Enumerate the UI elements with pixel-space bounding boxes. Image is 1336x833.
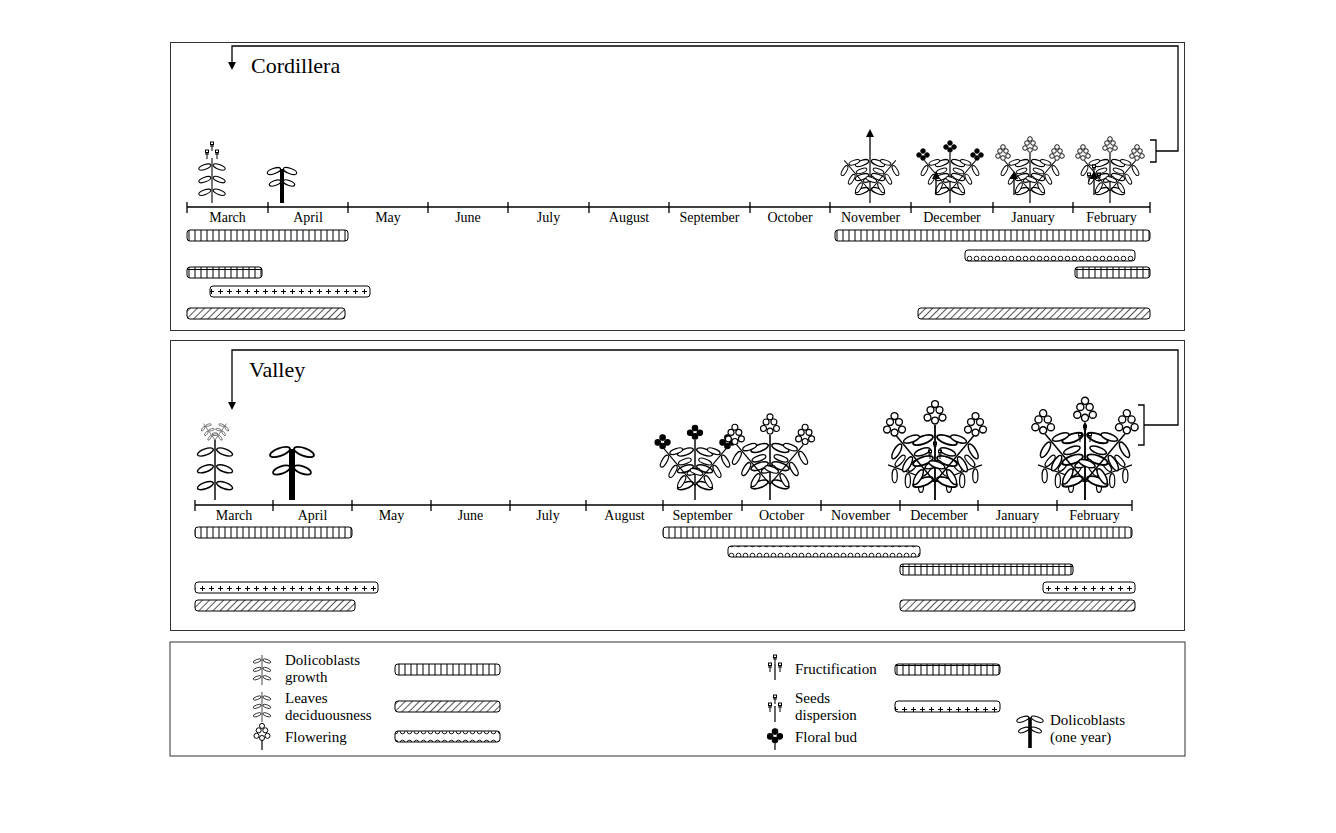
cordillera-timeline: [187, 202, 1150, 213]
month-label: March: [209, 210, 246, 226]
month-label: November: [831, 508, 890, 524]
month-label: November: [841, 210, 900, 226]
cordillera-phase-bars: [187, 230, 1150, 319]
legend-label: Seeds dispersion: [795, 690, 891, 723]
month-label: July: [537, 210, 560, 226]
month-label: January: [1011, 210, 1055, 226]
panel-box: Cordillera: [170, 42, 1185, 331]
legend-frame: [170, 642, 1185, 756]
legend-label: Dolicoblasts growth: [285, 652, 385, 685]
month-label: February: [1069, 508, 1120, 524]
month-label: September: [680, 210, 740, 226]
month-label: June: [455, 210, 481, 226]
month-label: August: [604, 508, 644, 524]
month-label: January: [996, 508, 1040, 524]
legend-label: Fructification: [795, 661, 891, 678]
month-label: August: [609, 210, 649, 226]
legend-pattern-bars: [395, 664, 1000, 742]
panel-title: Cordillera: [251, 53, 340, 78]
month-label: April: [293, 210, 323, 226]
month-label: December: [910, 508, 968, 524]
month-label: September: [673, 508, 733, 524]
cordillera-feedback-arrow: [232, 46, 1178, 162]
month-label: May: [379, 508, 405, 524]
panel-box: Valley: [170, 340, 1185, 631]
month-label: December: [923, 210, 981, 226]
cordillera-plants: [198, 131, 1145, 203]
legend-label: Floral bud: [795, 729, 891, 746]
legend-label: Dolicoblasts (one year): [1050, 712, 1146, 745]
month-label: April: [298, 508, 328, 524]
legend-label: Leaves deciduousness: [285, 690, 385, 723]
legend-label: Flowering: [285, 729, 385, 746]
valley-plants: [196, 397, 1139, 500]
month-label: July: [536, 508, 559, 524]
valley-timeline: [195, 500, 1132, 511]
valley-phase-bars: [195, 527, 1135, 611]
month-label: October: [767, 210, 812, 226]
month-label: February: [1086, 210, 1137, 226]
month-label: June: [458, 508, 484, 524]
month-label: May: [375, 210, 401, 226]
panel-title: Valley: [249, 357, 305, 382]
month-label: October: [759, 508, 804, 524]
month-label: March: [216, 508, 253, 524]
legend-symbols: [253, 655, 1044, 750]
